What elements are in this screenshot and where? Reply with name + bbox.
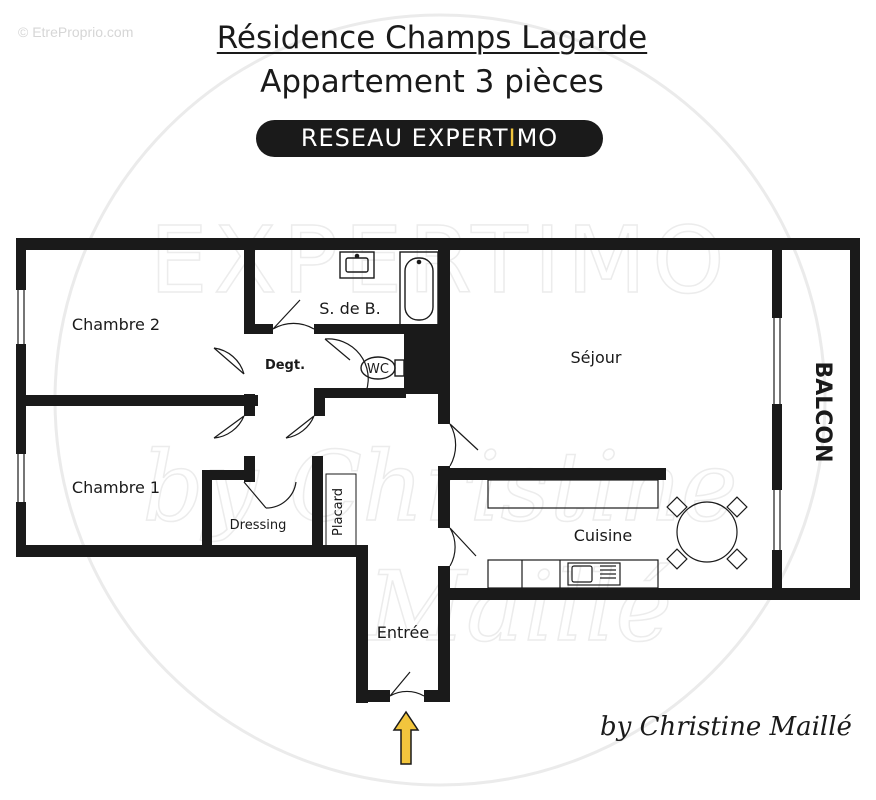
room-label-chambre1: Chambre 1 <box>72 478 160 497</box>
room-label-placard: Placard <box>331 488 346 536</box>
dining-table-icon <box>676 501 738 563</box>
source-watermark: © EtreProprio.com <box>18 24 134 40</box>
page-title: Résidence Champs Lagarde <box>216 20 648 56</box>
windows <box>17 290 781 550</box>
doors <box>213 299 479 697</box>
badge-text-suffix: MO <box>516 124 559 152</box>
counter-upper <box>487 479 659 509</box>
entrance-arrow-icon <box>392 710 420 765</box>
room-label-cuisine: Cuisine <box>574 526 633 545</box>
badge-text-prefix: RESEAU EXPERT <box>300 124 509 152</box>
bathtub-icon <box>399 251 439 327</box>
brand-badge: RESEAU EXPERTIMO <box>256 120 603 157</box>
signature: by Christine Maillé <box>600 712 852 742</box>
room-label-wc: WC <box>367 362 389 377</box>
counter-lower <box>487 559 659 589</box>
room-label-chambre2: Chambre 2 <box>72 315 160 334</box>
kitchen-sink-icon <box>567 562 621 586</box>
badge-text-highlight: I <box>508 124 517 152</box>
page-subtitle: Appartement 3 pièces <box>260 64 604 100</box>
room-label-sdb: S. de B. <box>319 299 380 318</box>
room-label-dressing: Dressing <box>230 518 287 533</box>
watermark-script-2: Maillé <box>366 551 672 663</box>
room-label-sejour: Séjour <box>571 348 622 367</box>
room-label-balcon: BALCON <box>810 361 835 462</box>
kitchen-fixtures <box>487 479 748 589</box>
room-label-entree: Entrée <box>377 623 429 642</box>
room-label-degt: Degt. <box>265 358 305 373</box>
bathroom-fixtures <box>339 251 439 380</box>
walls <box>16 238 860 703</box>
placard-outline <box>325 473 357 547</box>
sink-icon <box>339 251 375 279</box>
